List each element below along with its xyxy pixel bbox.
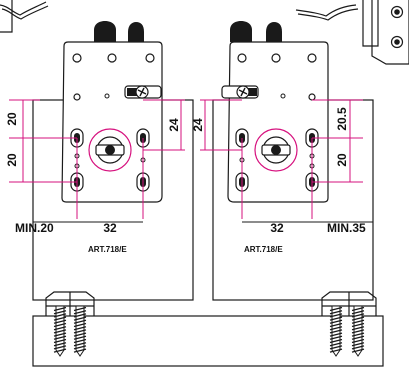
roller-wheel-icon — [94, 21, 144, 42]
phillips-screw-icon — [124, 85, 162, 99]
plate-hole — [307, 53, 317, 63]
dim-vertical-lower: 20 — [335, 153, 349, 167]
bottom-bracket — [45, 291, 95, 316]
dim-offset: 24 — [191, 118, 205, 132]
dim-hole-spacing: 32 — [103, 221, 117, 235]
center-cam — [254, 128, 298, 172]
plate-hole — [145, 53, 155, 63]
plate-hole — [104, 93, 110, 99]
top-right-partial-view — [295, 0, 409, 65]
article-label: ART.718/E — [88, 245, 127, 254]
center-cam — [88, 128, 132, 172]
left-dimension-lines — [9, 99, 185, 219]
roller-wheel-icon — [230, 21, 282, 42]
dim-offset: 24 — [167, 118, 181, 132]
phillips-screw-icon — [221, 85, 259, 99]
dim-vertical-upper: 20.5 — [335, 107, 349, 131]
mounting-plate — [61, 41, 163, 203]
top-left-partial-view — [0, 0, 49, 33]
wood-screw-icon — [53, 305, 87, 357]
dim-min-edge: MIN.20 — [15, 221, 54, 235]
plate-hole — [73, 93, 81, 101]
left-assembly: 20 20 24 MIN.20 32 ART.718/E — [5, 21, 194, 316]
plate-hole — [271, 53, 281, 63]
right-assembly: 24 20.5 20 32 MIN.35 ART.718/E — [191, 21, 377, 316]
dim-hole-spacing: 32 — [270, 221, 284, 235]
right-dimension-lines — [200, 99, 363, 219]
bottom-board — [32, 315, 384, 367]
plate-hole — [237, 53, 247, 63]
dim-min-edge: MIN.35 — [327, 221, 366, 235]
plate-hole — [107, 53, 117, 63]
plate-hole — [72, 53, 82, 63]
dim-vertical-lower: 20 — [5, 153, 19, 167]
mounting-plate — [227, 41, 329, 203]
article-label: ART.718/E — [244, 245, 283, 254]
plate-hole — [280, 93, 286, 99]
wood-screw-icon — [329, 305, 365, 357]
bottom-bracket — [321, 291, 377, 316]
dim-vertical-upper: 20 — [5, 112, 19, 126]
